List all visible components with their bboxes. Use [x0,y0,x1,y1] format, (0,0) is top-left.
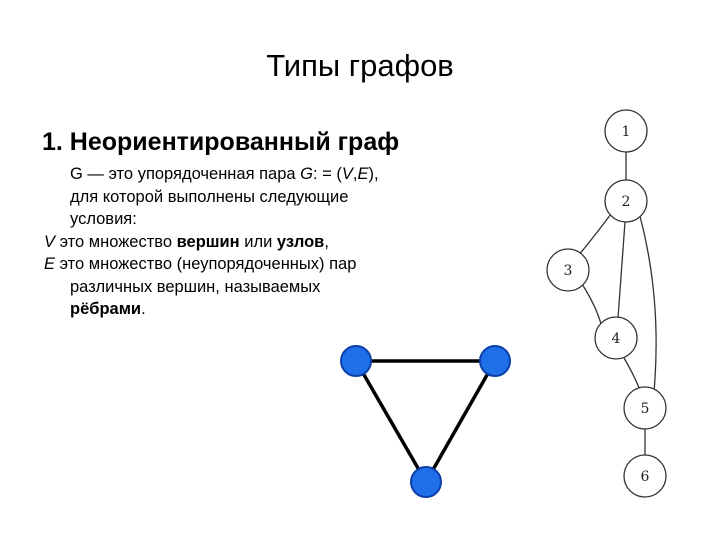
edge-2-5 [639,215,657,393]
node-label: 2 [622,194,631,210]
triangle-vertex [410,466,442,498]
edges-line-1: E это множество (неупорядоченных) пар [44,255,357,273]
node-label: 6 [641,469,650,485]
triangle-edge-right [424,360,497,483]
node-label: 5 [641,401,650,417]
chain-node-labels: 1 2 3 4 5 6 [564,124,650,485]
edges-line-3: рёбрами. [70,300,146,318]
definition-text: G — это упорядоченная пара G: = (V,E), д… [44,163,464,321]
chain-nodes [546,109,667,498]
triangle-vertex [340,345,372,377]
triangle-edge-left [354,360,428,483]
edge-2-4 [617,221,626,319]
triangle-graph [340,345,511,498]
node-label: 4 [612,331,621,347]
definition-line-2: для которой выполнены следующие [70,187,349,206]
triangle-vertex [479,345,511,377]
node-label: 1 [622,124,631,140]
chain-graph [577,151,657,456]
vertices-line: V это множество вершин или узлов, [44,232,329,251]
edges-line-2: различных вершин, называемых [70,277,321,296]
graph-node [546,248,590,292]
edge-4-5 [623,357,641,391]
definition-line-1: G — это упорядоченная пара G: = (V,E), [70,165,379,183]
node-label: 3 [564,263,573,279]
graph-node [594,316,638,360]
slide-title: Типы графов [266,48,454,83]
definition-line-3: условия: [70,210,137,228]
graph-node [623,454,667,498]
graph-node [604,109,648,153]
edge-2-3 [577,213,612,257]
graph-node [604,179,648,223]
edge-3-4 [581,283,602,325]
section-heading: 1. Неориентированный граф [42,128,400,156]
graph-node [623,386,667,430]
